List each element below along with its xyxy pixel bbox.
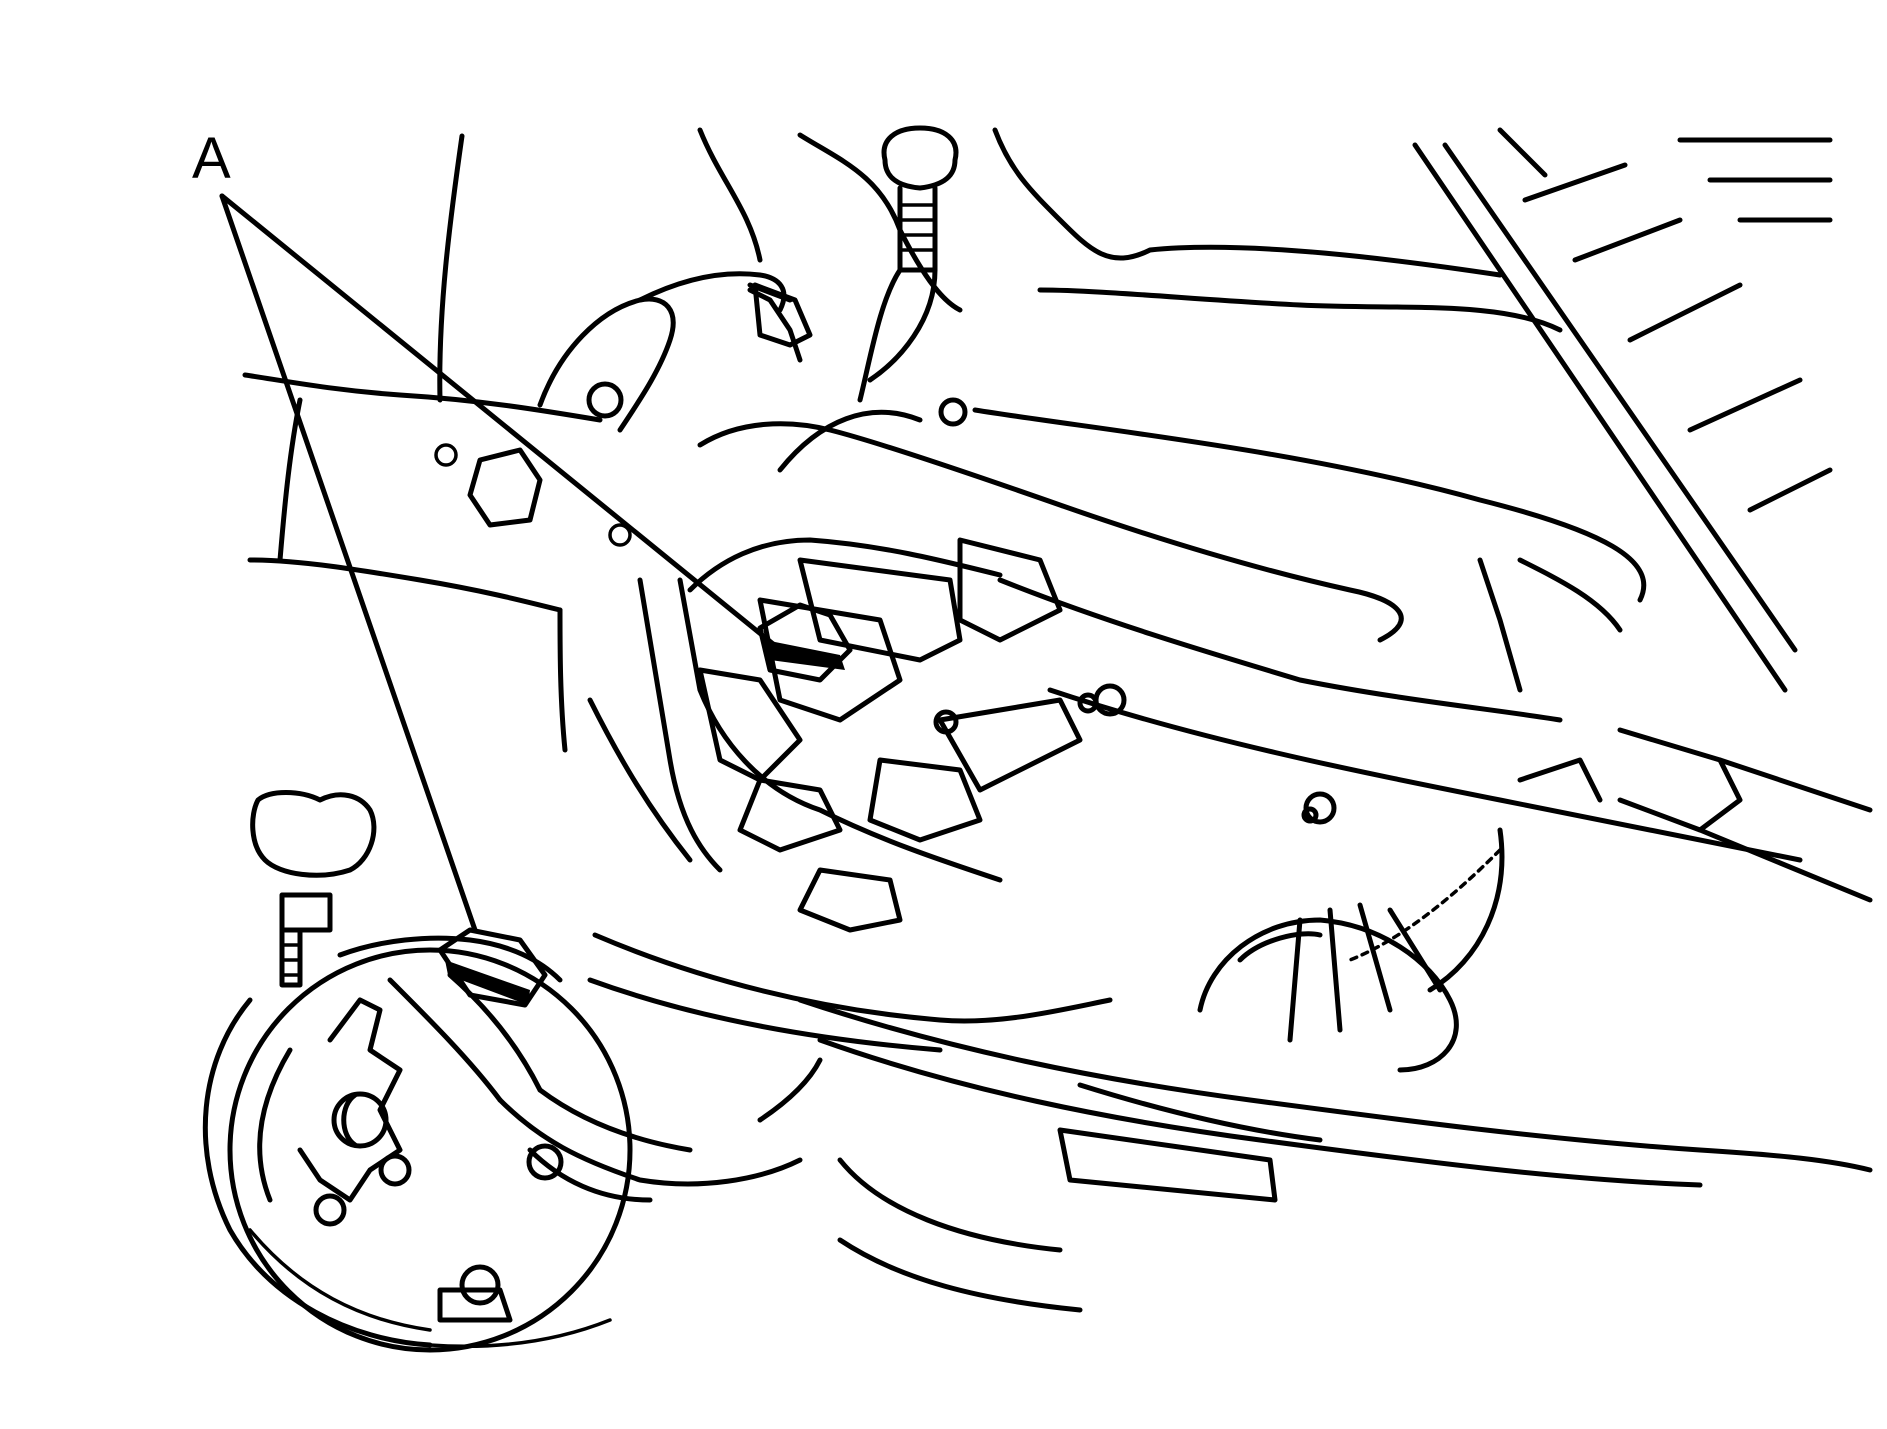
- lower-control-arm: [337, 935, 823, 1203]
- right-frame-louvres: [1412, 127, 1833, 693]
- callout-a-bracket-lower: [437, 927, 548, 1008]
- top-center-bolt: [857, 125, 959, 403]
- upper-body-structure: [437, 127, 1647, 603]
- left-wheel-hub: [202, 947, 633, 1353]
- callout-a-bracket-upper: [757, 602, 853, 683]
- callout-label: A: [192, 126, 231, 191]
- left-engine-structure: [242, 372, 723, 873]
- upper-left-bracket: [537, 271, 813, 433]
- fasteners: [747, 282, 1319, 824]
- crossmember-skid-plate: [587, 421, 1404, 1053]
- lower-left-bolt: [250, 790, 377, 988]
- right-wheel-assembly: [1197, 757, 1603, 1073]
- callout-leader-lines: [219, 193, 781, 933]
- lower-tube: [837, 1082, 1323, 1313]
- frame-rails: [797, 557, 1873, 1188]
